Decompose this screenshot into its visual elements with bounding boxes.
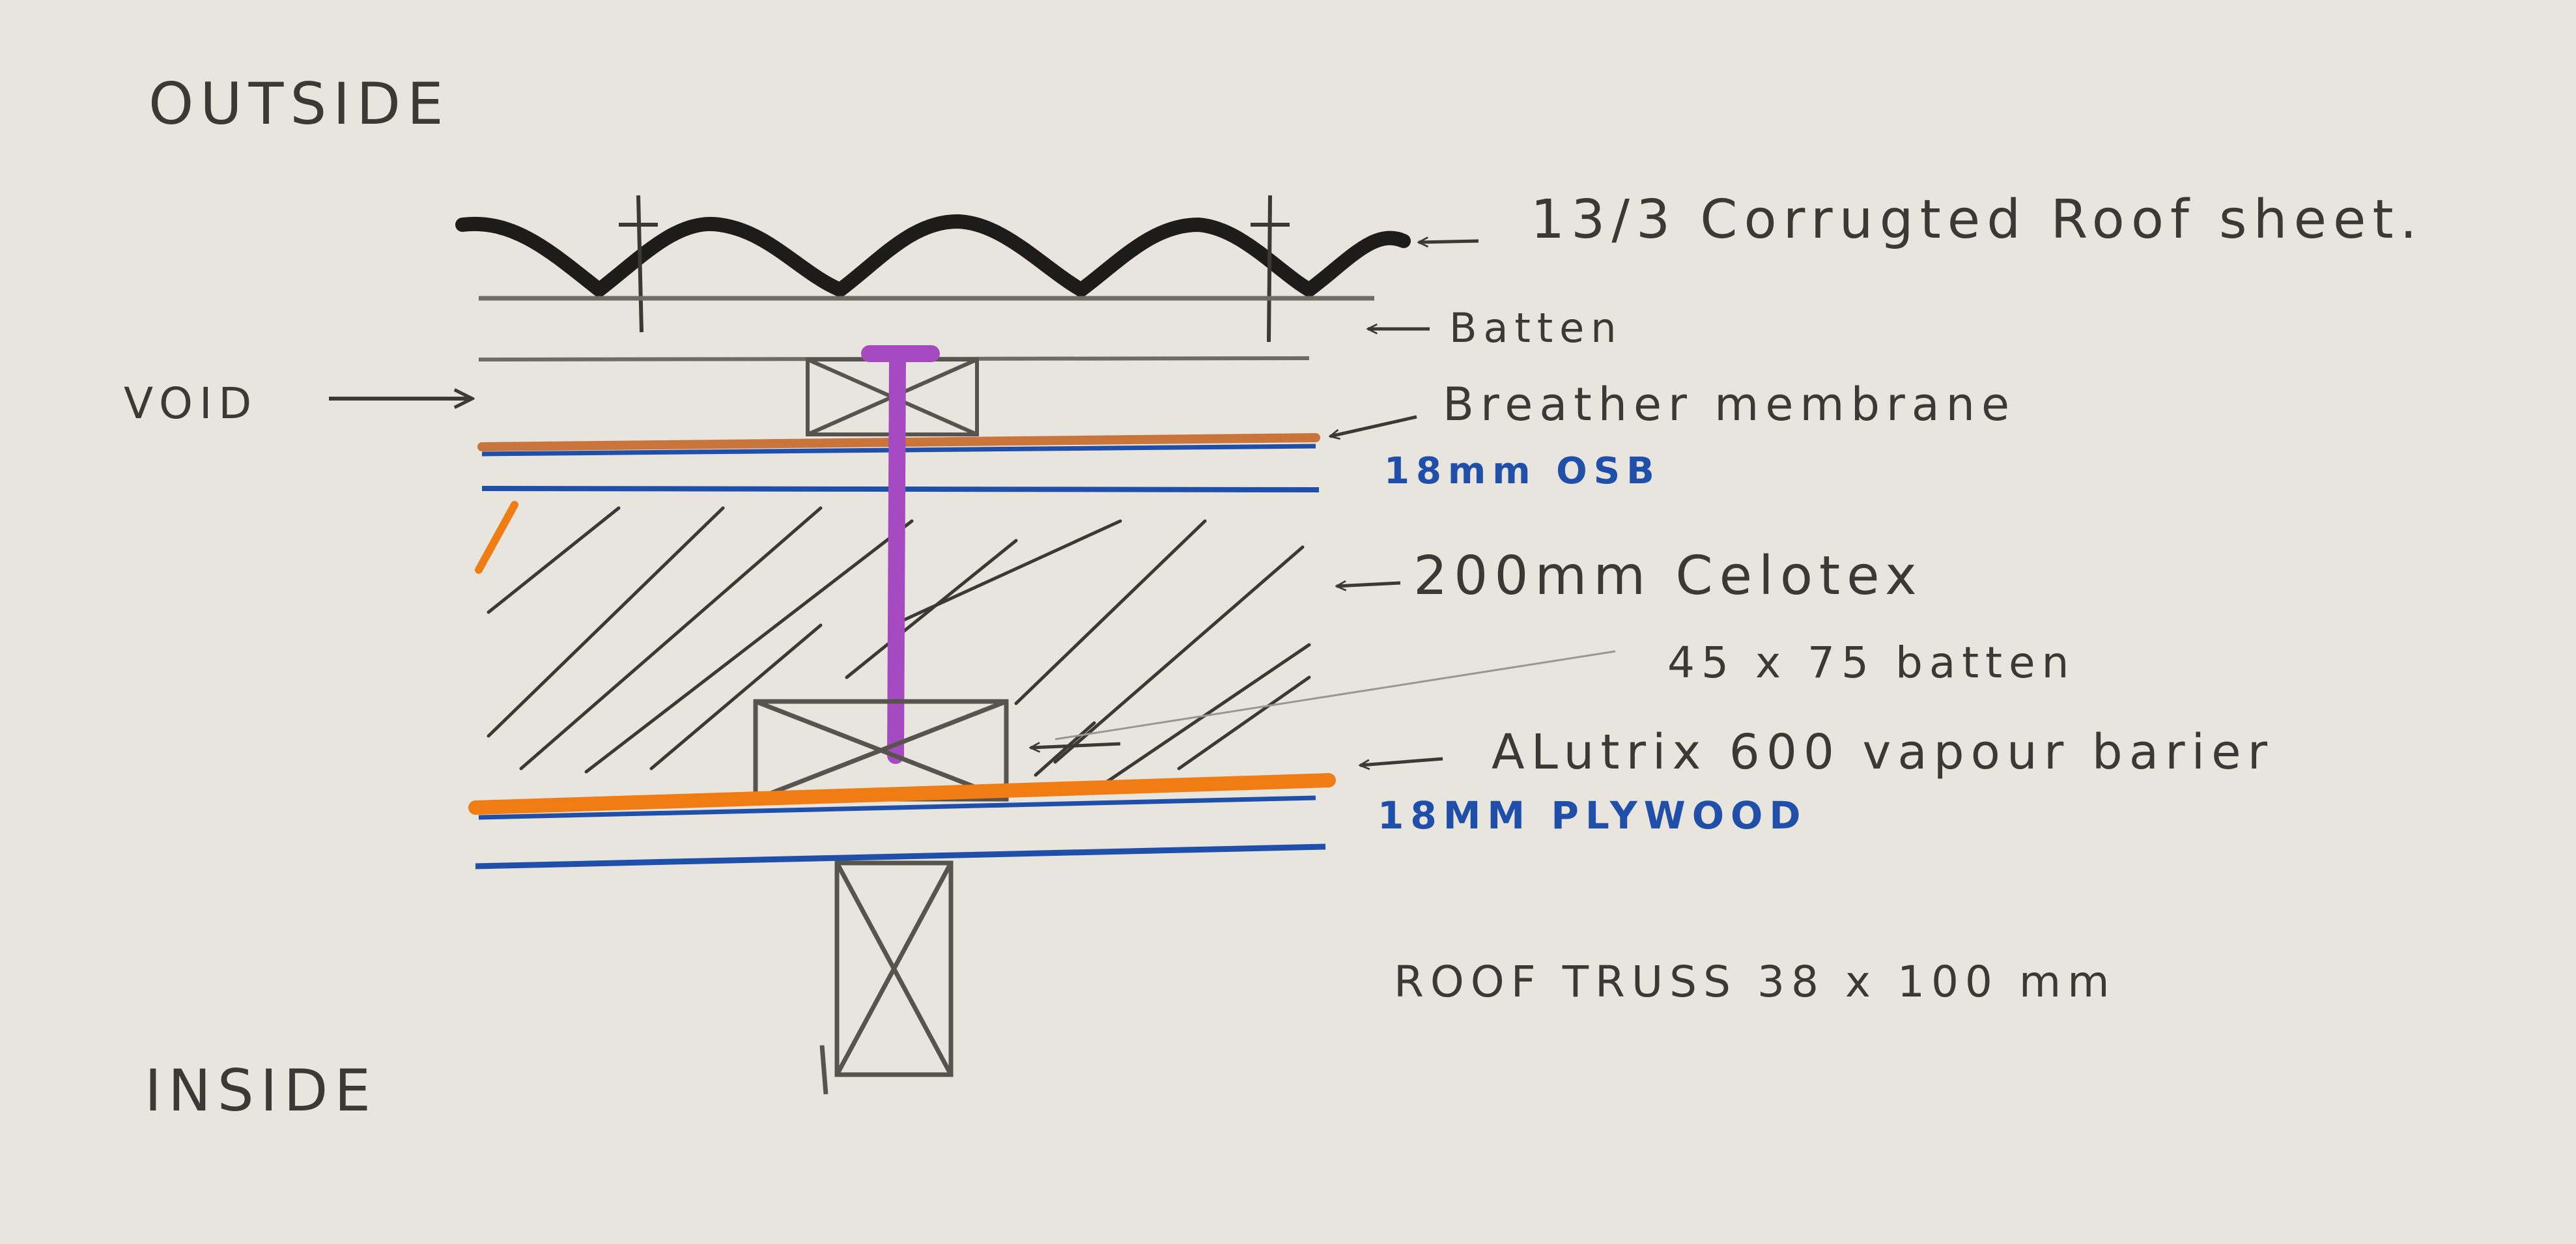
- roof-truss: [819, 860, 954, 1095]
- void-label: VOID: [124, 378, 258, 429]
- vapour-barrier-line: [468, 773, 1336, 815]
- orange-edge-mark: [475, 501, 518, 574]
- celotex-label: 200mm Celotex: [1413, 545, 1923, 607]
- roof-sheet-arrow: [1419, 241, 1479, 242]
- celotex-insulation-hatch: [487, 506, 1311, 784]
- vapour-barrier-label: ALutrix 600 vapour barier: [1492, 724, 2274, 780]
- batten-leader-line: [1054, 650, 1616, 741]
- celotex-arrow: [1337, 583, 1401, 586]
- plywood-label: 18MM PLYWOOD: [1378, 793, 1807, 838]
- roof-sheet-label: 13/3 Corrugted Roof sheet.: [1531, 189, 2424, 251]
- batten-mid-label: 45 x 75 batten: [1667, 638, 2076, 688]
- purple-fixing-screw: [861, 345, 940, 764]
- plywood-bottom-line: [475, 843, 1326, 869]
- osb-label: 18mm OSB: [1384, 450, 1661, 492]
- inside-label: INSIDE: [145, 1057, 377, 1124]
- roof-screw: [619, 195, 658, 333]
- batten-top-label: Batten: [1449, 304, 1623, 352]
- breather-membrane-label: Breather membrane: [1443, 378, 2016, 431]
- batten-mid-arrow: [1030, 744, 1121, 748]
- roof-screw: [1251, 195, 1290, 343]
- breather-arrow: [1330, 415, 1417, 436]
- roof-truss-label: ROOF TRUSS 38 x 100 mm: [1394, 957, 2116, 1007]
- outside-label: OUTSIDE: [149, 70, 450, 137]
- vapour-arrow: [1360, 757, 1443, 765]
- plywood-top-line: [478, 795, 1316, 820]
